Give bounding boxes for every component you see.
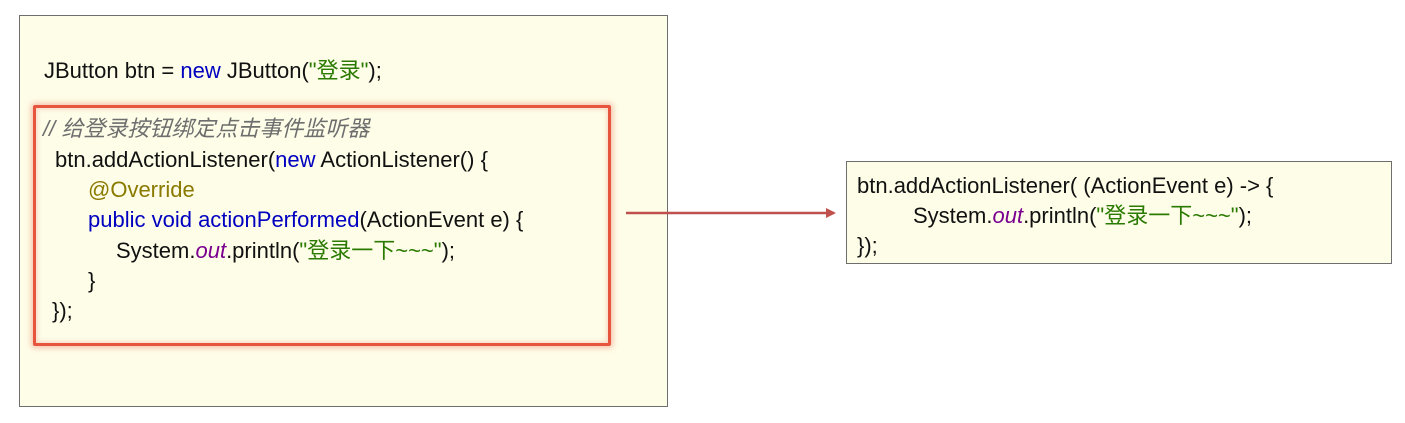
code-text: JButton(	[220, 58, 309, 83]
code-comment: // 给登录按钮绑定点击事件监听器	[43, 116, 370, 141]
string-literal: "登录一下~~~"	[299, 238, 442, 263]
lambda-line-add-listener: btn.addActionListener( (ActionEvent e) -…	[857, 173, 1274, 198]
code-line-jbutton-declaration: JButton btn = new JButton("登录");	[44, 57, 382, 85]
code-text: JButton btn =	[44, 58, 181, 83]
code-line-method-signature: public void actionPerformed(ActionEvent …	[88, 206, 523, 234]
method-name: actionPerformed	[191, 207, 360, 232]
anonymous-class-code-panel	[19, 15, 668, 407]
highlight-box	[33, 105, 611, 346]
field-out: out	[992, 203, 1024, 228]
string-literal: "登录"	[308, 58, 369, 83]
code-line-println: System.out.println("登录一下~~~");	[116, 237, 455, 265]
code-close-method: }	[88, 268, 96, 293]
code-text: .println(	[226, 238, 300, 263]
keyword-new: new	[180, 58, 221, 83]
code-text: );	[1238, 203, 1253, 228]
code-text: .println(	[1023, 203, 1097, 228]
field-out: out	[195, 238, 227, 263]
lambda-line-close: });	[857, 233, 878, 258]
code-text: ActionListener() {	[315, 147, 488, 172]
code-text: (ActionEvent e) {	[359, 207, 524, 232]
code-text: );	[368, 58, 382, 83]
keyword-new: new	[275, 147, 316, 172]
code-text: btn.addActionListener(	[55, 147, 276, 172]
keyword-public-void: public void	[88, 207, 192, 232]
override-annotation: @Override	[88, 177, 195, 202]
code-close-listener: });	[52, 298, 73, 323]
string-literal: "登录一下~~~"	[1096, 203, 1239, 228]
code-line-add-listener: btn.addActionListener(new ActionListener…	[55, 146, 488, 174]
lambda-line-println: System.out.println("登录一下~~~");	[913, 202, 1252, 230]
code-text: System.	[913, 203, 993, 228]
lambda-code-panel	[846, 161, 1392, 264]
code-text: );	[441, 238, 456, 263]
code-text: System.	[116, 238, 196, 263]
